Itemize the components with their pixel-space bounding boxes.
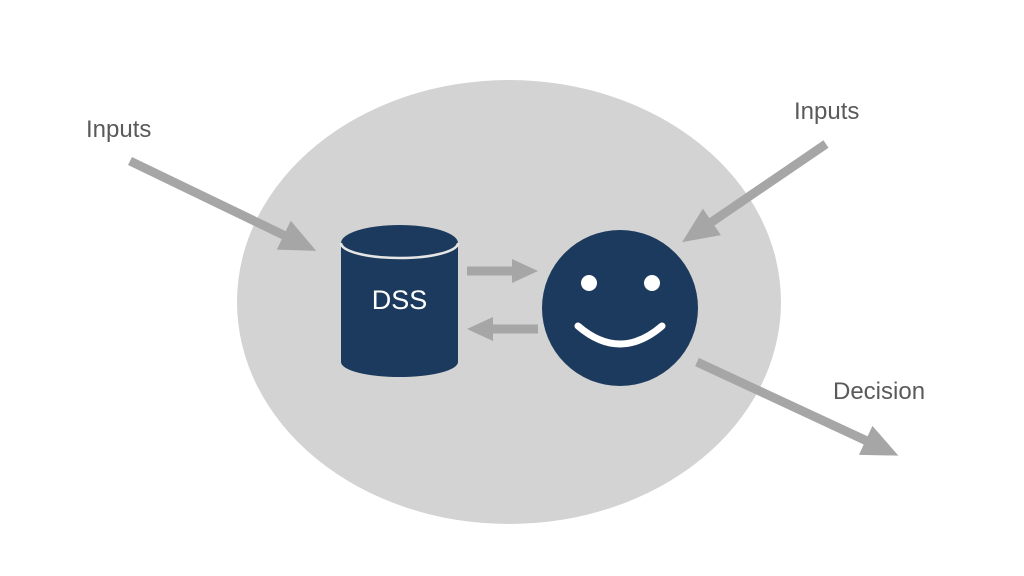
- right-eye: [644, 275, 660, 291]
- smile-mouth: [574, 322, 666, 348]
- context-ellipse: [237, 80, 781, 524]
- inputs-left-arrow: [128, 156, 317, 251]
- left-eye: [581, 275, 597, 291]
- decision-arrow: [695, 357, 899, 456]
- inputs-right-arrow: [682, 140, 829, 243]
- smiley-face-icon: [542, 230, 698, 386]
- dss-label: DSS: [371, 285, 428, 315]
- inputs-left-label: Inputs: [86, 116, 152, 143]
- inputs-right-label: Inputs: [794, 98, 860, 125]
- decision-label: Decision: [833, 378, 926, 405]
- database-cylinder-icon: [339, 225, 460, 378]
